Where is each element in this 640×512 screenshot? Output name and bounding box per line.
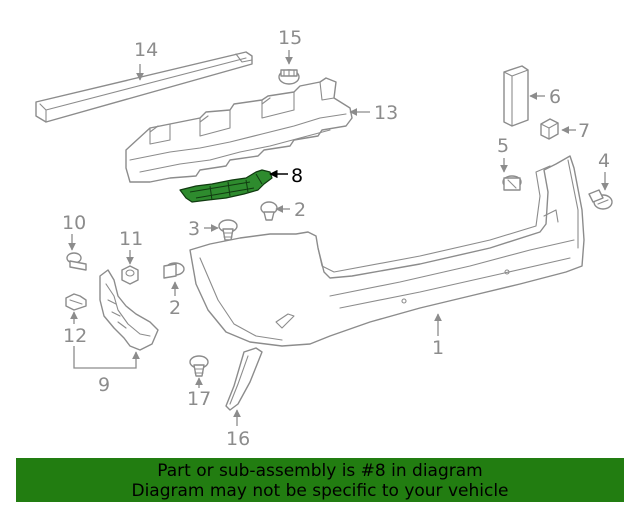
callout-16: 16 (226, 428, 250, 450)
part-17-screw (189, 355, 209, 377)
part-12-clip (65, 293, 87, 311)
callout-13: 13 (374, 102, 398, 124)
notice-line-2: Diagram may not be specific to your vehi… (131, 481, 509, 501)
part-1-bumper-cover (189, 155, 585, 347)
part-10-bolt (66, 252, 87, 271)
callout-8: 8 (291, 165, 303, 187)
callout-12: 12 (63, 325, 87, 347)
callout-15: 15 (278, 27, 302, 49)
part-11-nut (121, 265, 139, 285)
leader-lines (68, 50, 609, 426)
callout-2-upper: 2 (294, 199, 306, 221)
part-2-clip-lower (163, 262, 185, 279)
callout-2-lower: 2 (169, 297, 181, 319)
callout-5: 5 (497, 135, 509, 157)
callout-3: 3 (188, 218, 200, 240)
part-5-clip (502, 175, 522, 191)
callouts: 14 15 13 8 2 3 6 7 5 4 1 10 11 2 12 9 17… (62, 27, 610, 450)
part-15-bolt (278, 69, 300, 85)
callout-17: 17 (187, 388, 211, 410)
part-13-energy-absorber (125, 77, 353, 183)
callout-7: 7 (578, 120, 590, 142)
part-7-small-block (540, 118, 559, 140)
callout-14: 14 (134, 39, 158, 61)
notice-line-1: Part or sub-assembly is #8 in diagram (157, 461, 483, 481)
callout-1: 1 (432, 337, 444, 359)
callout-9: 9 (98, 374, 110, 396)
parts-diagram: 14 15 13 8 2 3 6 7 5 4 1 10 11 2 12 9 17… (35, 27, 613, 450)
callout-6: 6 (549, 86, 561, 108)
part-2-clip-upper (260, 201, 278, 221)
part-4-bolt (588, 189, 613, 210)
part-14-reinforcement-bar (35, 51, 253, 123)
callout-10: 10 (62, 212, 86, 234)
part-6-reflector (503, 65, 529, 127)
callout-11: 11 (119, 228, 143, 250)
part-16-garnish-strip (225, 347, 263, 411)
part-3-screw (218, 219, 238, 241)
callout-4: 4 (598, 150, 610, 172)
notice-banner: Part or sub-assembly is #8 in diagram Di… (16, 458, 624, 502)
part-9-side-retainer (99, 269, 159, 351)
